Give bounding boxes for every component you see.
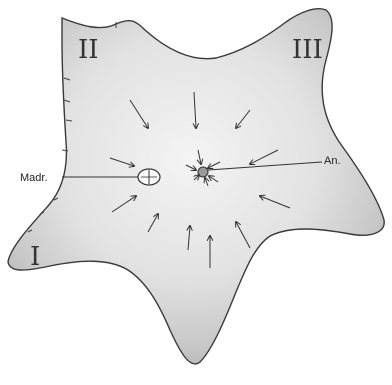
arm-label-i: I [30, 242, 40, 272]
anus-label: An. [324, 155, 341, 167]
madreporite-mark [138, 169, 160, 185]
arm-label-iii: III [292, 35, 323, 65]
madreporite-label: Madr. [20, 172, 48, 184]
arm-label-ii: II [78, 35, 99, 65]
anus-mark [198, 167, 208, 177]
starfish-body [8, 9, 384, 364]
